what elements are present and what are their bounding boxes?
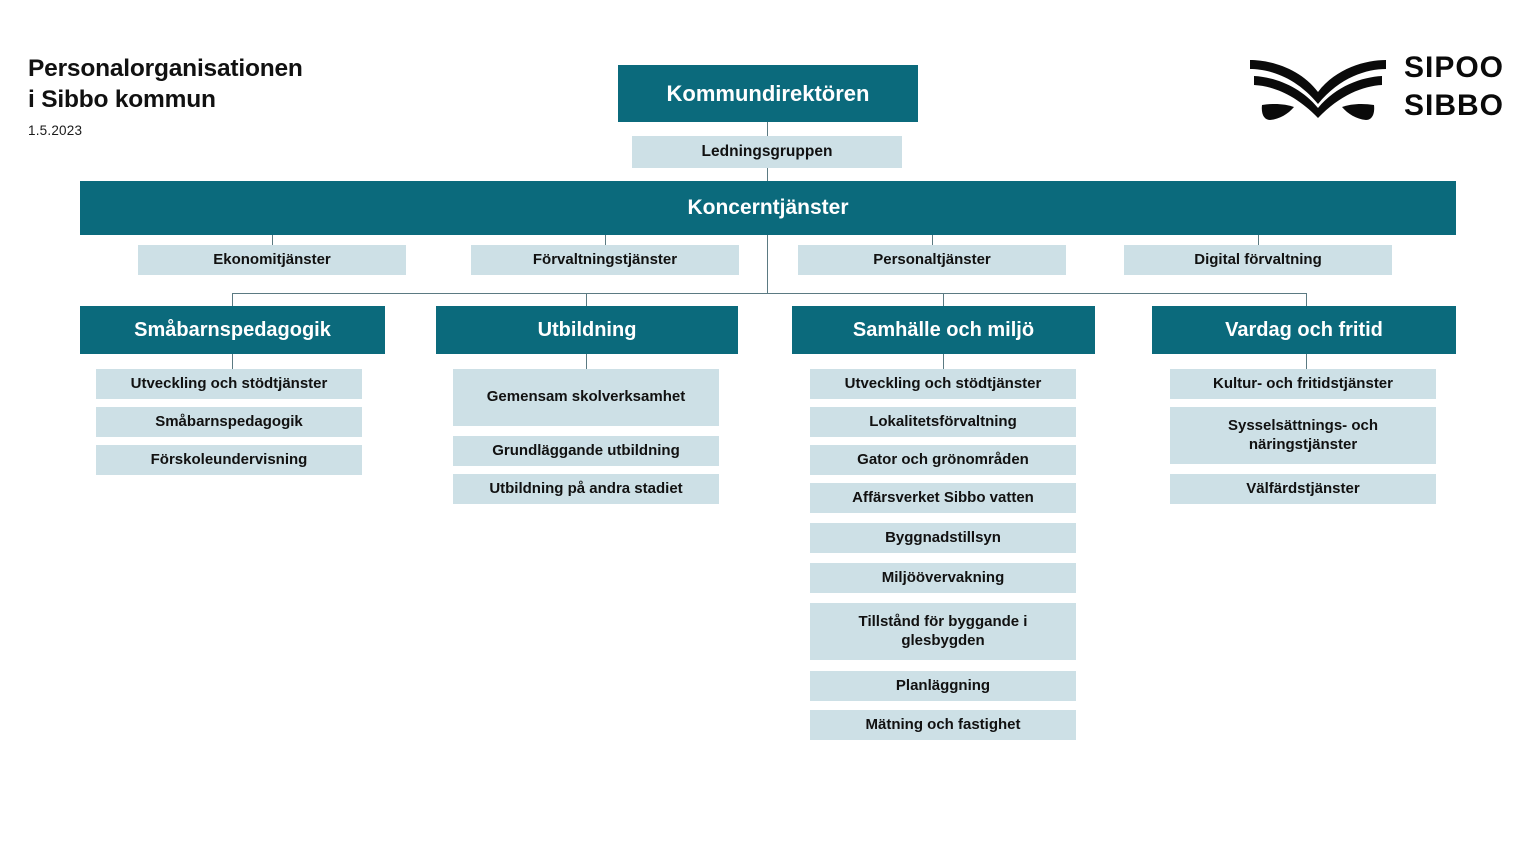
box-department-vardag-och-fritid[interactable]: Vardag och fritid	[1152, 306, 1456, 354]
box-koncerntjanster[interactable]: Koncerntjänster	[80, 181, 1456, 235]
box-unit-3-1-label: Sysselsättnings- och näringstjänster	[1227, 417, 1379, 453]
box-service-1-label: Förvaltningstjänster	[532, 250, 678, 268]
box-unit-0-1-label: Småbarnspedagogik	[155, 412, 303, 430]
logo: SIPOO SIBBO	[1248, 50, 1504, 124]
box-unit-2-5-label: Miljöövervakning	[881, 568, 1005, 586]
box-unit-2-1-label: Lokalitetsförvaltning	[869, 412, 1017, 430]
connector-department-3-to-units	[1306, 354, 1307, 369]
box-unit-3-0[interactable]: Kultur- och fritidstjänster	[1170, 369, 1436, 399]
box-department-samhalle-och-miljo[interactable]: Samhälle och miljö	[792, 306, 1095, 354]
box-service-ekonomitjanster[interactable]: Ekonomitjänster	[138, 245, 406, 275]
box-unit-3-1[interactable]: Sysselsättnings- och näringstjänster	[1170, 407, 1436, 464]
box-unit-2-6[interactable]: Tillstånd för byggande i glesbygden	[810, 603, 1076, 660]
box-unit-1-0[interactable]: Gemensam skolverksamhet	[453, 369, 719, 426]
box-unit-0-2-label: Förskoleundervisning	[150, 450, 308, 468]
box-kommundirektoren-label: Kommundirektören	[666, 80, 870, 106]
box-unit-2-8[interactable]: Mätning och fastighet	[810, 710, 1076, 740]
connector-corporate-to-service-2	[932, 235, 933, 245]
box-ledningsgruppen[interactable]: Ledningsgruppen	[632, 136, 902, 168]
box-unit-2-7-label: Planläggning	[895, 676, 991, 694]
box-unit-2-1[interactable]: Lokalitetsförvaltning	[810, 407, 1076, 437]
box-unit-2-3-label: Affärsverket Sibbo vatten	[852, 488, 1034, 506]
connector-bus-to-department-1	[586, 293, 587, 306]
connector-corporate-to-service-3	[1258, 235, 1259, 245]
connector-management-to-corporate	[767, 168, 768, 181]
connector-bus-to-department-3	[1306, 293, 1307, 306]
box-unit-1-2[interactable]: Utbildning på andra stadiet	[453, 474, 719, 504]
box-unit-1-1-label: Grundläggande utbildning	[492, 441, 680, 459]
box-unit-2-2[interactable]: Gator och grönområden	[810, 445, 1076, 475]
box-unit-0-1[interactable]: Småbarnspedagogik	[96, 407, 362, 437]
connector-bus-to-department-2	[943, 293, 944, 306]
logo-word-sipoo: SIPOO	[1403, 51, 1504, 84]
box-department-0-label: Småbarnspedagogik	[134, 318, 331, 341]
box-service-personaltjanster[interactable]: Personaltjänster	[798, 245, 1066, 275]
box-service-3-label: Digital förvaltning	[1194, 250, 1322, 268]
box-unit-0-0[interactable]: Utveckling och stödtjänster	[96, 369, 362, 399]
box-unit-1-1[interactable]: Grundläggande utbildning	[453, 436, 719, 466]
connector-bus-to-department-0	[232, 293, 233, 306]
box-unit-3-2-label: Välfärdstjänster	[1246, 479, 1360, 497]
connector-director-to-management	[767, 122, 768, 136]
box-unit-2-4[interactable]: Byggnadstillsyn	[810, 523, 1076, 553]
box-service-digital-forvaltning[interactable]: Digital förvaltning	[1124, 245, 1392, 275]
logo-word-sibbo: SIBBO	[1403, 89, 1504, 122]
box-department-utbildning[interactable]: Utbildning	[436, 306, 738, 354]
connector-corporate-to-service-0	[272, 235, 273, 245]
box-service-forvaltningstjanster[interactable]: Förvaltningstjänster	[471, 245, 739, 275]
box-koncerntjanster-label: Koncerntjänster	[687, 196, 849, 219]
sipoo-sibbo-mark-icon	[1249, 60, 1386, 120]
box-unit-2-3[interactable]: Affärsverket Sibbo vatten	[810, 483, 1076, 513]
box-department-1-label: Utbildning	[537, 318, 637, 341]
title-line-2: i Sibbo kommun	[28, 86, 216, 114]
box-service-2-label: Personaltjänster	[873, 250, 991, 268]
box-unit-3-2[interactable]: Välfärdstjänster	[1170, 474, 1436, 504]
box-unit-2-4-label: Byggnadstillsyn	[885, 528, 1001, 546]
box-unit-2-7[interactable]: Planläggning	[810, 671, 1076, 701]
box-unit-2-0[interactable]: Utveckling och stödtjänster	[810, 369, 1076, 399]
connector-corporate-to-service-1	[605, 235, 606, 245]
box-department-2-label: Samhälle och miljö	[852, 318, 1035, 341]
page-title: Personalorganisationen i Sibbo kommun 1.…	[28, 53, 448, 138]
box-unit-3-0-label: Kultur- och fritidstjänster	[1212, 374, 1393, 392]
box-unit-2-0-label: Utveckling och stödtjänster	[844, 374, 1042, 392]
box-ledningsgruppen-label: Ledningsgruppen	[701, 142, 833, 160]
connector-department-1-to-units	[586, 354, 587, 369]
connector-corporate-trunk	[767, 235, 768, 293]
title-line-1: Personalorganisationen	[28, 55, 303, 82]
title-date: 1.5.2023	[28, 122, 83, 138]
logo-wordmark: SIPOO SIBBO	[1404, 53, 1504, 121]
box-department-3-label: Vardag och fritid	[1225, 318, 1383, 341]
box-unit-1-2-label: Utbildning på andra stadiet	[489, 479, 683, 497]
connector-department-2-to-units	[943, 354, 944, 369]
connector-department-bus	[232, 293, 1307, 294]
connector-department-0-to-units	[232, 354, 233, 369]
box-unit-0-0-label: Utveckling och stödtjänster	[130, 374, 328, 392]
box-kommundirektoren[interactable]: Kommundirektören	[618, 65, 918, 122]
box-unit-2-8-label: Mätning och fastighet	[865, 715, 1021, 733]
box-unit-2-2-label: Gator och grönområden	[857, 450, 1029, 468]
box-unit-0-2[interactable]: Förskoleundervisning	[96, 445, 362, 475]
box-unit-2-6-label: Tillstånd för byggande i glesbygden	[858, 613, 1028, 649]
box-unit-1-0-label: Gemensam skolverksamhet	[486, 388, 686, 406]
box-department-smabarnspedagogik[interactable]: Småbarnspedagogik	[80, 306, 385, 354]
box-service-0-label: Ekonomitjänster	[213, 250, 331, 268]
box-unit-2-5[interactable]: Miljöövervakning	[810, 563, 1076, 593]
